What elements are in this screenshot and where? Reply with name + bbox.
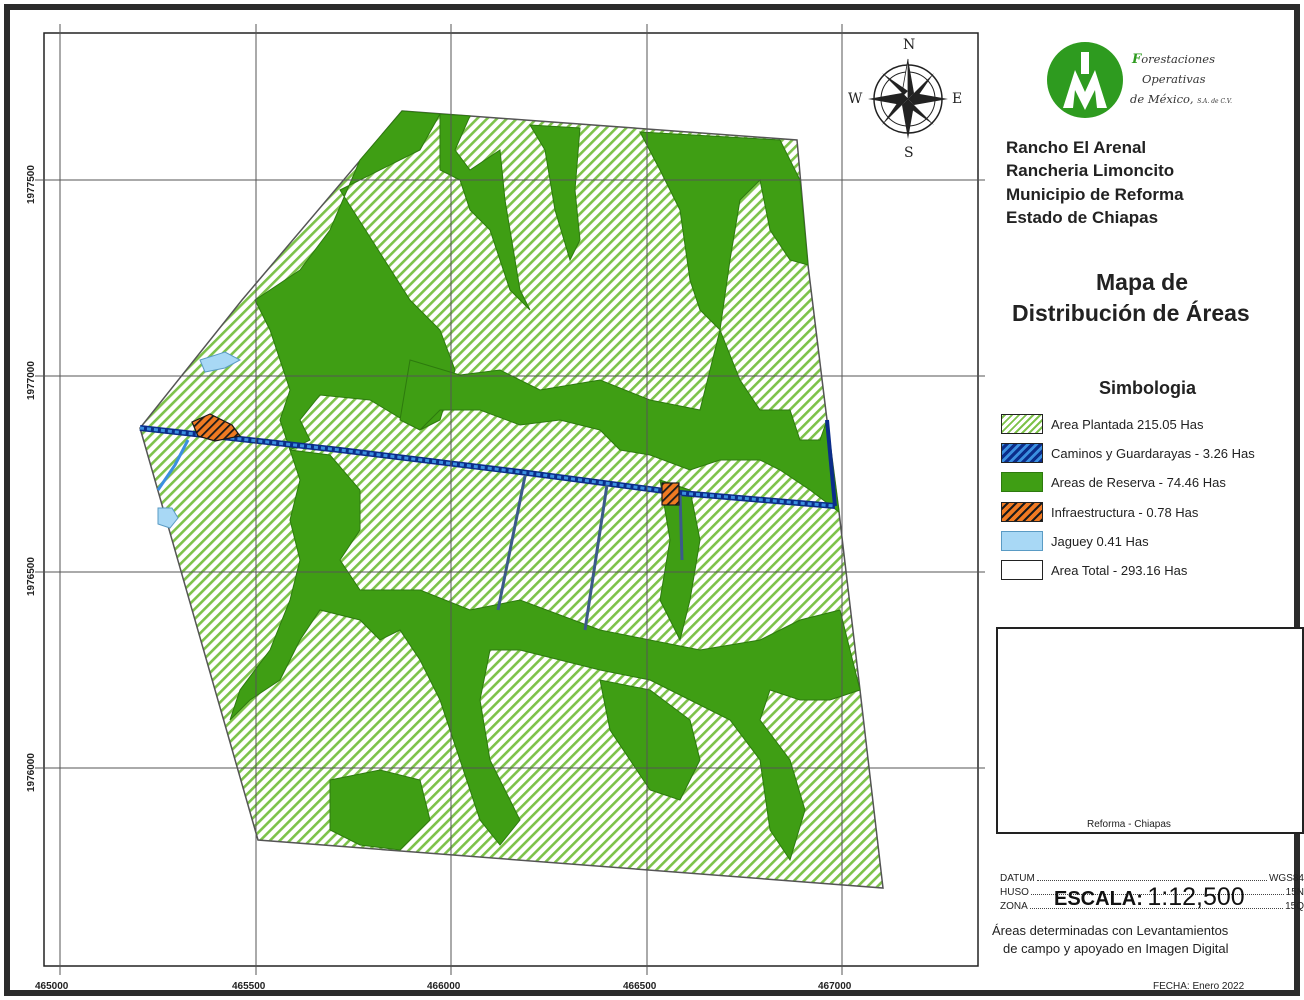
- map-frame: [4, 4, 1300, 996]
- compass-west-label: W: [848, 91, 863, 107]
- logo-line3: de México, S.A. de C.V.: [1130, 92, 1232, 106]
- x-tick-label: 465500: [232, 981, 266, 992]
- legend-swatch-planted: [1001, 414, 1043, 434]
- map-title-line2: Distribución de Áreas: [1012, 300, 1250, 326]
- compass-north-label: N: [903, 37, 916, 53]
- location-line-3: Municipio de Reforma: [1006, 185, 1184, 204]
- x-tick-label: 467000: [818, 981, 852, 992]
- inset-label: Reforma - Chiapas: [1087, 819, 1171, 830]
- legend-label: Caminos y Guardarayas - 3.26 Has: [1051, 445, 1255, 461]
- legend-label: Area Total - 293.16 Has: [1051, 562, 1188, 578]
- compass-rose-icon: [868, 58, 948, 139]
- note-line-2: de campo y apoyado en Imagen Digital: [1003, 941, 1229, 956]
- y-tick-label: 1976500: [26, 557, 37, 596]
- legend-item-reserve: Areas de Reserva - 74.46 Has: [1001, 471, 1226, 493]
- legend-swatch-total: [1001, 560, 1043, 580]
- legend-swatch-reserve: [1001, 472, 1043, 492]
- infrastructure[interactable]: [191, 413, 680, 506]
- location-line-2: Rancheria Limoncito: [1006, 161, 1175, 180]
- logo-line2: Operativas: [1142, 72, 1206, 86]
- legend-item-roads: Caminos y Guardarayas - 3.26 Has: [1001, 442, 1255, 464]
- x-tick-label: 465000: [35, 981, 69, 992]
- y-tick-label: 1977500: [26, 165, 37, 204]
- legend-swatch-infrastructure: [1001, 502, 1043, 522]
- roads[interactable]: [139, 419, 837, 631]
- legend-label: Area Plantada 215.05 Has: [1051, 416, 1204, 432]
- x-tick-label: 466000: [427, 981, 461, 992]
- y-tick-label: 1976000: [26, 753, 37, 792]
- map-panel-border: [43, 32, 979, 967]
- date-label: FECHA: Enero 2022: [1153, 981, 1245, 992]
- scale-text: ESCALA: 1:12,500: [1054, 883, 1245, 911]
- location-line-1: Rancho El Arenal: [1006, 138, 1147, 157]
- legend-item-infrastructure: Infraestructura - 0.78 Has: [1001, 501, 1198, 523]
- x-tick-label: 466500: [623, 981, 657, 992]
- legend-item-total: Area Total - 293.16 Has: [1001, 559, 1187, 581]
- legend-item-planted: Area Plantada 215.05 Has: [1001, 413, 1204, 435]
- legend-item-jaguey: Jaguey 0.41 Has: [1001, 530, 1149, 552]
- legend-label: Jaguey 0.41 Has: [1051, 533, 1149, 549]
- y-tick-label: 1977000: [26, 361, 37, 400]
- legend-swatch-jaguey: [1001, 531, 1043, 551]
- grid: [35, 24, 985, 975]
- jaguey[interactable]: [157, 351, 242, 529]
- compass-south-label: S: [904, 145, 914, 161]
- logo-line1: Forestaciones: [1132, 52, 1215, 67]
- legend-swatch-roads: [1001, 443, 1043, 463]
- company-logo-icon: [1047, 42, 1123, 118]
- legend-title: Simbologia: [1099, 378, 1197, 398]
- note-line-1: Áreas determinadas con Levantamientos: [992, 923, 1229, 938]
- compass-east-label: E: [952, 91, 963, 107]
- inset-map-frame: [996, 627, 1304, 834]
- legend-label: Infraestructura - 0.78 Has: [1051, 504, 1199, 520]
- location-line-4: Estado de Chiapas: [1006, 208, 1159, 227]
- map-title-line1: Mapa de: [1096, 269, 1189, 295]
- legend-label: Areas de Reserva - 74.46 Has: [1051, 474, 1226, 490]
